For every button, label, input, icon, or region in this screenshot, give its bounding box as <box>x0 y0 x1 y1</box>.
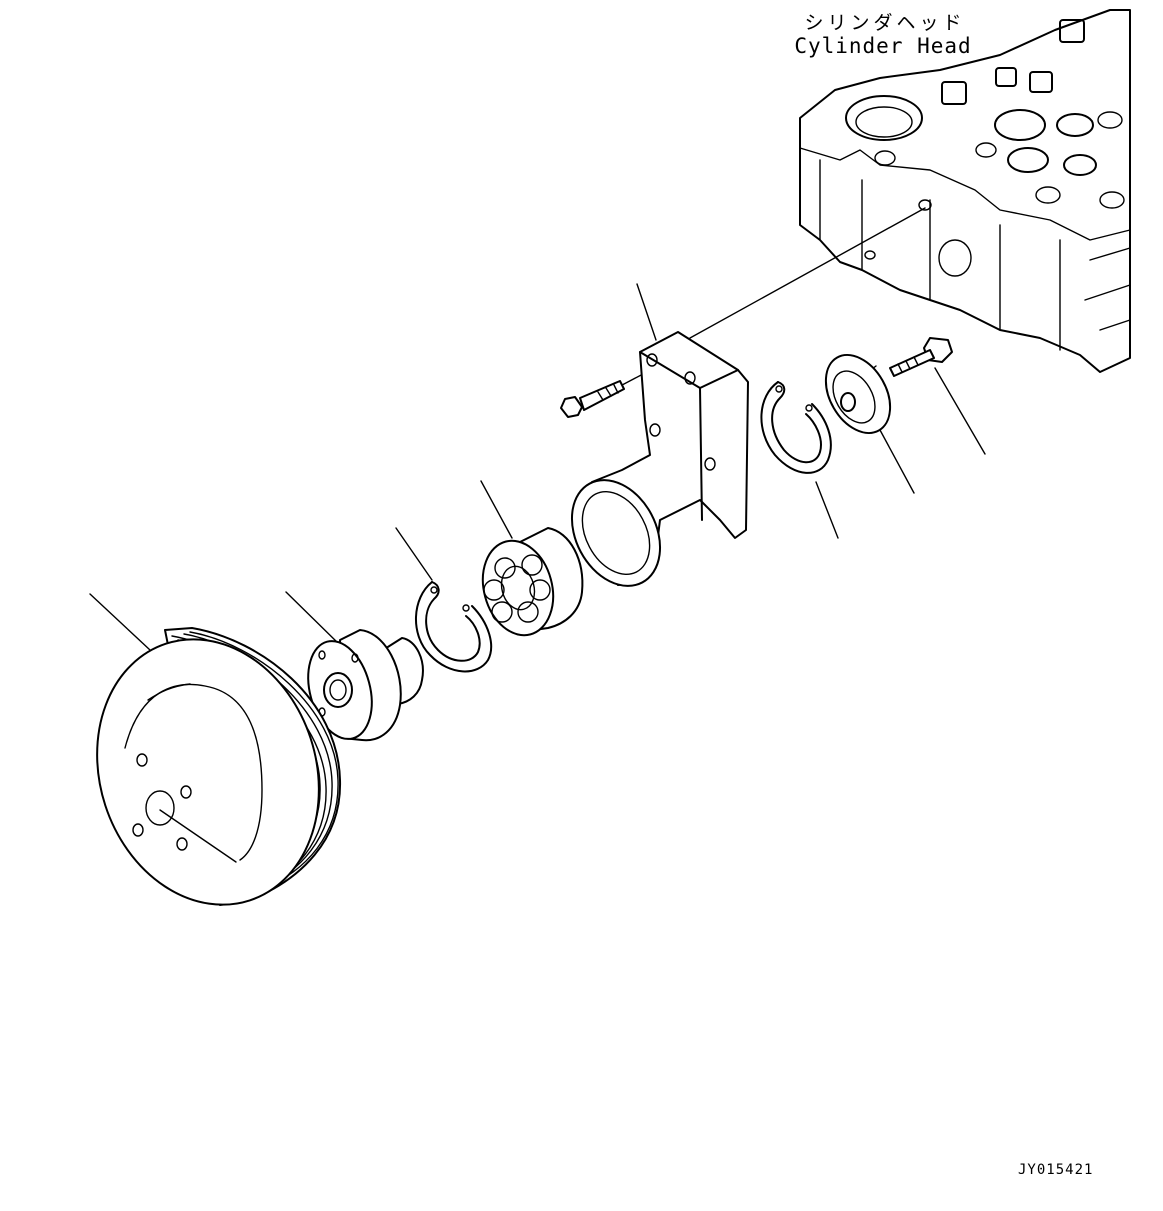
pulley <box>96 627 342 906</box>
shaft-hub <box>307 629 424 742</box>
bracket <box>570 331 749 587</box>
cylinder-head <box>799 9 1131 373</box>
cylinder-head-label-en: Cylinder Head <box>794 34 972 58</box>
bracket-bolt <box>560 380 625 418</box>
cylinder-head-label-jp: シリンダヘッド <box>804 12 966 34</box>
snap-ring-rear <box>760 381 832 474</box>
cover-plate <box>824 354 892 434</box>
figure-code: JY015421 <box>1018 1162 1094 1178</box>
bearing <box>481 527 584 637</box>
flange-bolt <box>889 337 953 377</box>
snap-ring-front <box>415 581 493 673</box>
